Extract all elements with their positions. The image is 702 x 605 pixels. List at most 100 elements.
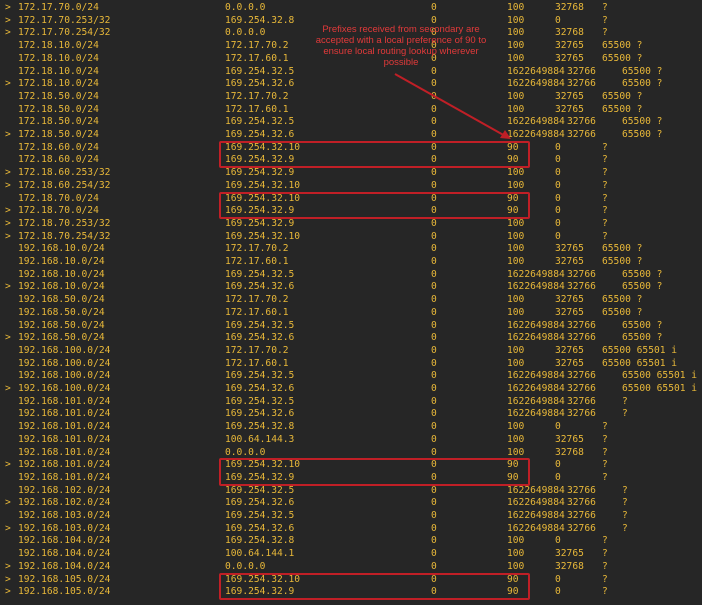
route-next-hop: 169.254.32.5 (225, 484, 295, 496)
route-metric: 0 (431, 192, 437, 204)
route-metric: 0 (431, 167, 437, 179)
route-next-hop: 169.254.32.6 (225, 383, 295, 394)
route-metric: 0 (431, 383, 437, 394)
route-network: 192.168.10.0/24 (18, 256, 105, 267)
route-weight: 32765 (555, 52, 584, 64)
best-route-marker: > (5, 383, 11, 394)
route-local-pref: 90 (507, 586, 519, 598)
route-metric: 0 (431, 103, 437, 115)
route-local-pref: 100 (507, 306, 525, 318)
route-network: 172.18.10.0/24 (18, 65, 99, 77)
route-local-pref: 1622649884 (507, 65, 565, 77)
route-local-pref: 100 (507, 357, 525, 369)
route-metric: 0 (431, 522, 437, 534)
best-route-marker: > (5, 205, 11, 217)
route-metric: 0 (431, 2, 437, 13)
route-next-hop: 169.254.32.5 (225, 268, 295, 280)
route-as-path: ? (602, 217, 608, 229)
route-local-pref: 1622649884 (507, 268, 565, 280)
route-next-hop: 169.254.32.10 (225, 179, 301, 191)
route-next-hop: 169.254.32.6 (225, 332, 295, 344)
route-as-path: 65500 65501 i (602, 344, 678, 356)
route-weight: 0 (555, 205, 561, 217)
route-metric: 0 (431, 395, 437, 407)
route-weight: 0 (555, 217, 561, 229)
route-metric: 0 (431, 27, 437, 39)
route-network: 192.168.50.0/24 (18, 332, 105, 344)
route-network: 192.168.104.0/24 (18, 560, 111, 572)
route-metric: 0 (431, 217, 437, 229)
route-next-hop: 172.17.60.1 (225, 103, 289, 115)
route-as-path: 65500 ? (622, 78, 663, 90)
route-as-path: ? (622, 408, 628, 420)
route-weight: 0 (555, 535, 561, 547)
route-next-hop: 169.254.32.10 (225, 573, 301, 585)
best-route-marker: > (5, 179, 11, 191)
route-network: 192.168.101.0/24 (18, 471, 111, 483)
route-network: 172.18.60.254/32 (18, 179, 111, 191)
route-weight: 32766 (567, 332, 596, 344)
route-next-hop: 172.17.70.2 (225, 243, 289, 255)
route-network: 192.168.10.0/24 (18, 281, 105, 293)
route-weight: 32766 (567, 383, 596, 394)
best-route-marker: > (5, 230, 11, 242)
route-as-path: ? (602, 205, 608, 217)
route-next-hop: 169.254.32.5 (225, 510, 295, 521)
route-weight: 32765 (555, 243, 584, 255)
route-as-path: 65500 65501 i (622, 370, 698, 382)
route-weight: 32765 (555, 90, 584, 102)
route-local-pref: 100 (507, 294, 525, 306)
route-next-hop: 0.0.0.0 (225, 2, 266, 13)
route-as-path: ? (602, 433, 608, 445)
route-local-pref: 90 (507, 141, 519, 153)
route-local-pref: 100 (507, 230, 525, 242)
route-metric: 0 (431, 230, 437, 242)
route-weight: 32765 (555, 103, 584, 115)
route-network: 192.168.103.0/24 (18, 522, 111, 534)
route-as-path: 65500 ? (622, 65, 663, 77)
route-as-path: 65500 ? (602, 52, 643, 64)
annotation-callout: Prefixes received from secondary are acc… (315, 24, 487, 68)
route-weight: 32766 (567, 129, 596, 140)
route-next-hop: 169.254.32.6 (225, 129, 295, 140)
route-next-hop: 169.254.32.5 (225, 116, 295, 128)
route-network: 192.168.50.0/24 (18, 319, 105, 331)
route-local-pref: 1622649884 (507, 281, 565, 293)
route-next-hop: 172.17.70.2 (225, 40, 289, 52)
route-metric: 0 (431, 433, 437, 445)
route-metric: 0 (431, 471, 437, 483)
route-as-path: ? (622, 395, 628, 407)
route-as-path: 65500 ? (622, 129, 663, 140)
route-next-hop: 169.254.32.10 (225, 192, 301, 204)
route-metric: 0 (431, 40, 437, 52)
route-local-pref: 100 (507, 344, 525, 356)
route-network: 172.18.10.0/24 (18, 78, 99, 90)
route-weight: 32766 (567, 319, 596, 331)
route-weight: 0 (555, 471, 561, 483)
route-weight: 0 (555, 192, 561, 204)
route-as-path: ? (602, 548, 608, 560)
highlight-box-next-hop (219, 458, 530, 486)
route-next-hop: 100.64.144.3 (225, 433, 295, 445)
route-weight: 0 (555, 586, 561, 598)
route-local-pref: 100 (507, 560, 525, 572)
route-network: 192.168.105.0/24 (18, 573, 111, 585)
route-as-path: ? (602, 459, 608, 471)
route-local-pref: 1622649884 (507, 522, 565, 534)
route-local-pref: 1622649884 (507, 370, 565, 382)
